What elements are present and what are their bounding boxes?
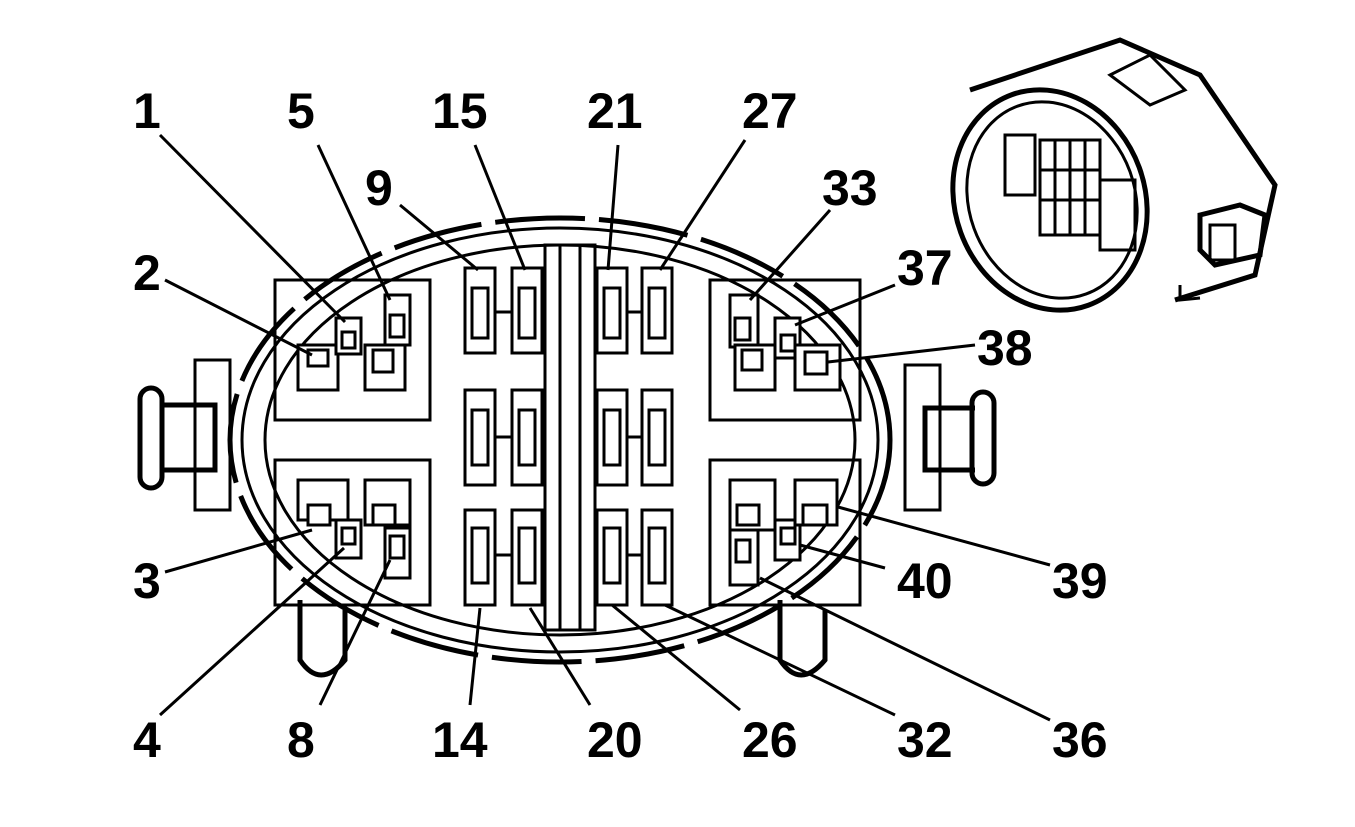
pin-label-15: 15 (432, 83, 488, 139)
pin-label-39: 39 (1052, 553, 1108, 609)
leader-32 (664, 603, 896, 717)
terminal-block-row-3 (463, 508, 674, 607)
leader-3 (164, 528, 313, 574)
pin-label-4: 4 (133, 712, 161, 768)
leader-38 (827, 343, 976, 364)
center-divider (543, 243, 597, 632)
leader-4 (158, 546, 346, 717)
pin-label-3: 3 (133, 553, 161, 609)
leader-8 (318, 559, 392, 706)
pin-label-32: 32 (897, 712, 953, 768)
pin-label-21: 21 (587, 83, 643, 139)
lower-left-cavity (273, 458, 432, 607)
pin-label-40: 40 (897, 553, 953, 609)
leader-20 (528, 607, 592, 706)
leader-33 (748, 209, 832, 301)
pin-label-26: 26 (742, 712, 798, 768)
left-latch (137, 358, 232, 512)
pin-label-33: 33 (822, 160, 878, 216)
leader-27 (658, 139, 747, 271)
pin-label-2: 2 (133, 245, 161, 301)
right-latch (903, 363, 997, 512)
leader-37 (794, 283, 896, 327)
pin-label-36: 36 (1052, 712, 1108, 768)
pin-label-1: 1 (133, 83, 161, 139)
upper-left-cavity (273, 278, 432, 422)
pin-labels: 1 2 3 4 5 8 9 14 15 20 21 26 27 32 33 36… (133, 83, 1108, 768)
pin-label-20: 20 (587, 712, 643, 768)
leader-40 (799, 543, 886, 570)
terminal-blocks (463, 266, 674, 607)
terminal-block-row-1 (463, 266, 674, 355)
leader-1 (158, 133, 347, 324)
leader-26 (611, 603, 741, 712)
leader-15 (473, 144, 527, 271)
pin-label-5: 5 (287, 83, 315, 139)
pin-label-9: 9 (365, 160, 393, 216)
pin-label-8: 8 (287, 712, 315, 768)
terminal-block-row-2 (463, 388, 674, 487)
lower-right-cavity (708, 458, 862, 607)
pin-label-27: 27 (742, 83, 798, 139)
pin-label-38: 38 (977, 320, 1033, 376)
pin-label-37: 37 (897, 240, 953, 296)
leader-5 (316, 144, 392, 301)
leader-36 (759, 576, 1051, 722)
connector-inset-view (950, 37, 1278, 313)
leader-2 (164, 278, 313, 357)
leader-9 (399, 203, 479, 272)
leader-14 (468, 607, 482, 706)
upper-right-cavity (708, 278, 862, 422)
leader-39 (837, 505, 1051, 567)
leader-21 (606, 144, 620, 271)
leader-lines (158, 133, 1051, 722)
pin-label-14: 14 (432, 712, 488, 768)
